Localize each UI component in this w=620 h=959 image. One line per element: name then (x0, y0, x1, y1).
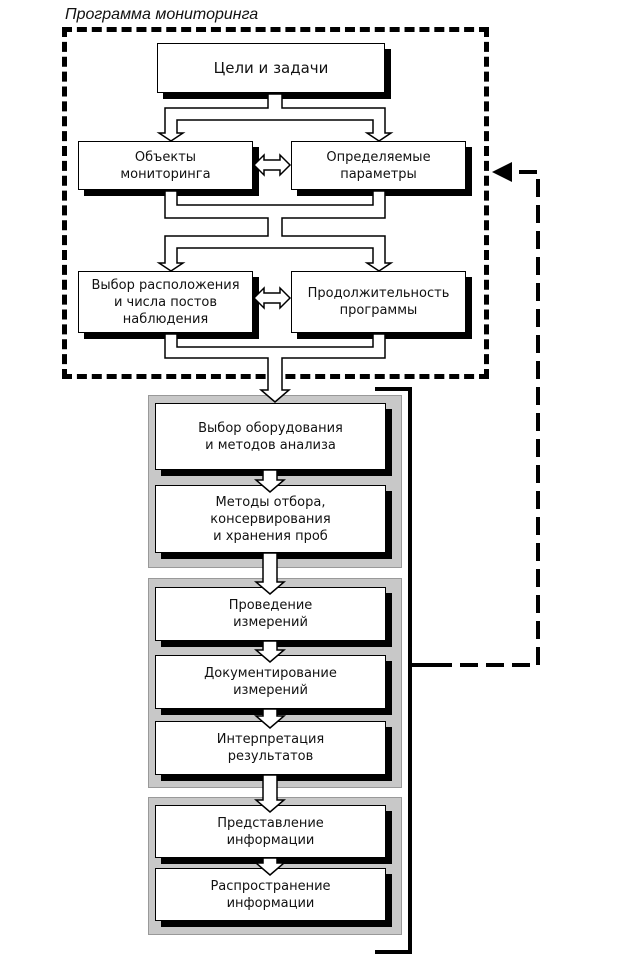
box-location: Выбор расположения и числа постов наблюд… (78, 271, 253, 333)
flow-arrow-down-icon (253, 708, 287, 729)
program-title: Программа мониторинга (65, 6, 259, 23)
box-goals: Цели и задачи (157, 43, 385, 93)
box-objects: Объекты мониторинга (78, 141, 253, 190)
flow-arrow-down-icon (253, 774, 287, 813)
feedback-arrowhead-icon (492, 162, 512, 182)
merge-arrow-bottom (164, 333, 386, 403)
split-arrow-top (156, 93, 394, 142)
flow-arrow-down-icon (253, 552, 287, 595)
flow-arrow-down-icon (253, 640, 287, 663)
double-arrow-lower (252, 286, 292, 310)
box-documentation: Документирование измерений (155, 655, 386, 709)
box-presentation: Представление информации (155, 805, 386, 858)
box-equipment: Выбор оборудования и методов анализа (155, 403, 386, 470)
flow-arrow-down-icon (253, 857, 287, 876)
feedback-dashed-line (434, 170, 540, 667)
flow-arrow-down-icon (253, 469, 287, 493)
bracket (375, 387, 434, 954)
double-arrow-upper (252, 153, 292, 177)
merge-split-arrow (156, 190, 394, 272)
box-duration: Продолжительность программы (291, 271, 466, 333)
box-dissemination: Распространение информации (155, 868, 386, 921)
